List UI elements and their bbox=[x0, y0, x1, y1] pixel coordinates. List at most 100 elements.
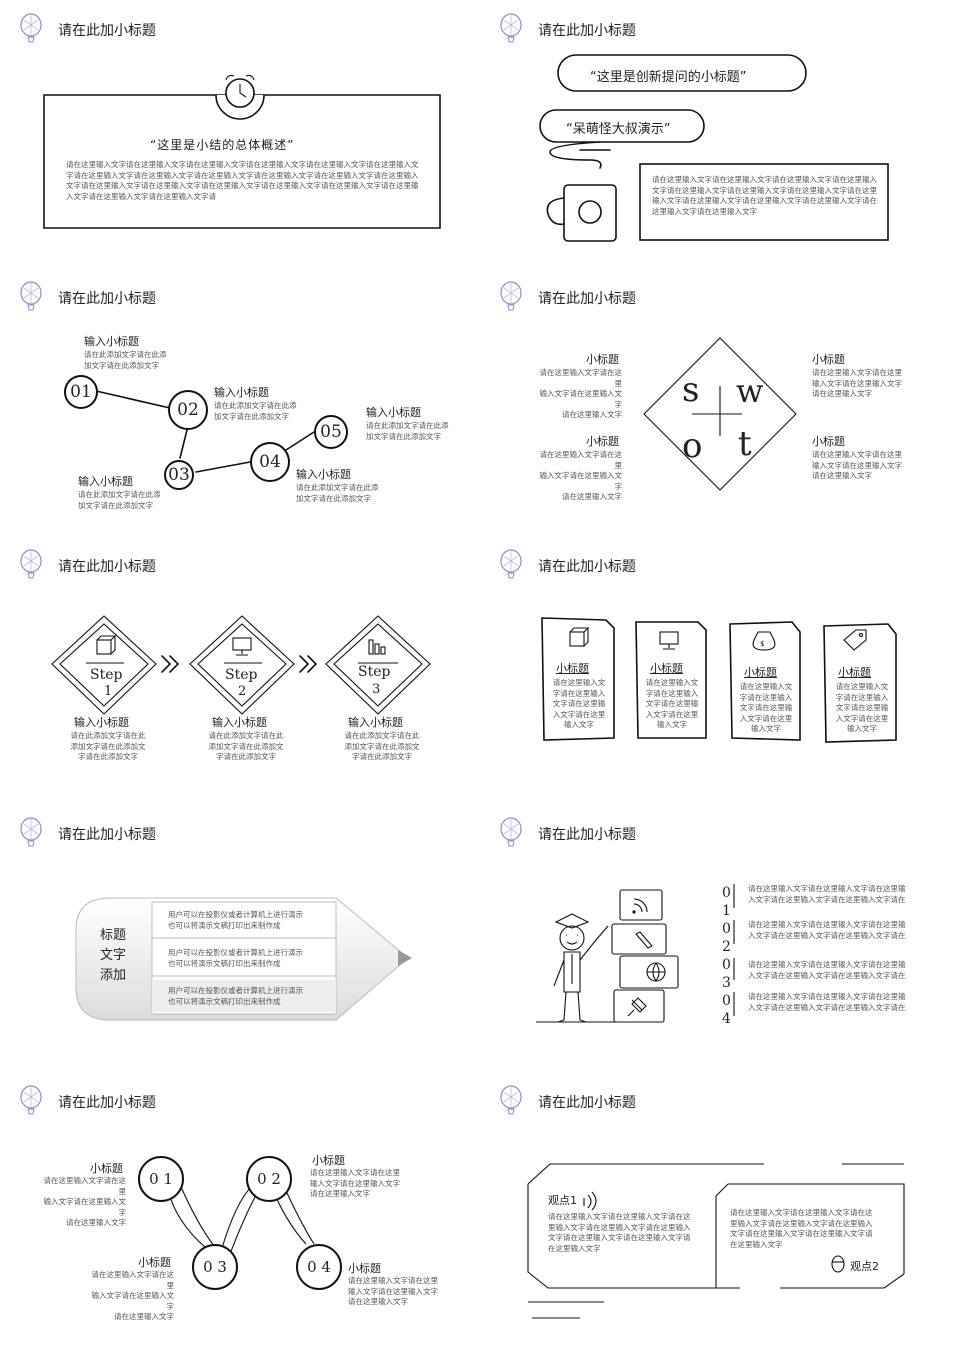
balloon-icon bbox=[500, 1085, 522, 1115]
balloon-icon bbox=[500, 281, 522, 311]
step-1-text: 请在此添加文字请在此 添加文字请在此添加文 字请在此添加文字 bbox=[70, 731, 146, 761]
swot-item-text: 请在这里输入文字请在这里 输入文字请在这里输入文字 请在这里输入文字 bbox=[539, 368, 623, 419]
item-text: 请在这里输入文字请在这里输入文字请在这里输 入文字请在这里输入文字请在这里输入文… bbox=[748, 960, 906, 980]
steps-diamonds bbox=[51, 615, 431, 715]
cube-icon bbox=[569, 627, 590, 647]
globe-icon bbox=[646, 962, 666, 982]
viewpoint-1-text: 请在这里输入文字请在这里输入文字请在这 里输入文字请在这里输入文字请在这里输入 … bbox=[548, 1212, 691, 1253]
swot-item-title: 小标题 bbox=[586, 353, 619, 366]
wave-node-04: 0 4 bbox=[296, 1244, 342, 1290]
step-1-number: 1 bbox=[104, 684, 113, 699]
card-4-text: 请在这里输入文 字请在这里输入 文字请在这里输 入文字请在这里 输入文字 bbox=[835, 682, 889, 733]
swot-letter-o: o bbox=[682, 426, 703, 466]
wave-item-text: 请在这里输入文字请在这里 输入文字请在这里输入文字 请在这里输入文字 bbox=[348, 1276, 438, 1306]
card-1-text: 请在这里输入文 字请在这里输入 文字请在这里输 入文字请在这里 输入文字 bbox=[552, 678, 606, 729]
swot-item-text: 请在这里输入文字请在这里 输入文字请在这里输入文字 请在这里输入文字 bbox=[812, 450, 902, 480]
slide-question: 请在此加小标题 “这里是创新提问的小标题” “呆萌怪大叔演示” 请在这里输入文字… bbox=[480, 0, 960, 268]
node-03-title: 输入小标题 bbox=[78, 475, 133, 488]
question-body: 请在这里输入文字请在这里输入文字请在这里输入文字请在这里输入文字请在这里输入文字… bbox=[652, 175, 877, 216]
item-text: 请在这里输入文字请在这里输入文字请在这里输 入文字请在这里输入文字请在这里输入文… bbox=[748, 992, 906, 1012]
node-01-title: 输入小标题 bbox=[84, 335, 139, 348]
wave-item-text: 请在这里输入文字请在这里 输入文字请在这里输入文字 请在这里输入文字 bbox=[43, 1176, 127, 1227]
node-03-text: 请在此添加文字请在此添 加文字请在此添加文字 bbox=[78, 490, 161, 510]
card-1-title: 小标题 bbox=[556, 662, 589, 675]
swot-item-title: 小标题 bbox=[812, 435, 845, 448]
step-2-title: 输入小标题 bbox=[212, 716, 267, 729]
swot-letter-w: w bbox=[736, 372, 764, 410]
bar-chart-icon bbox=[368, 639, 386, 655]
slide-title: 请在此加小标题 bbox=[58, 291, 156, 307]
balloon-icon bbox=[20, 549, 42, 579]
summary-frame bbox=[43, 74, 441, 229]
monitor-icon bbox=[232, 637, 252, 656]
wave-item-text: 请在这里输入文字请在这里 输入文字请在这里输入文字 请在这里输入文字 bbox=[91, 1270, 175, 1321]
swot-diamond bbox=[643, 337, 797, 491]
slide-title: 请在此加小标题 bbox=[58, 559, 156, 575]
node-02-text: 请在此添加文字请在此添 加文字请在此添加文字 bbox=[214, 401, 297, 421]
stick-figure bbox=[536, 913, 658, 1023]
bubble-question: “这里是创新提问的小标题” bbox=[590, 70, 747, 85]
swot-item-text: 请在这里输入文字请在这里 输入文字请在这里输入文字 请在这里输入文字 bbox=[812, 368, 902, 398]
pin-icon bbox=[627, 997, 647, 1017]
slide-steps: 请在此加小标题 Step 1 Step 2 Step 3 输入小标题 请在此添加… bbox=[0, 536, 480, 804]
wave-item-title: 小标题 bbox=[138, 1256, 171, 1269]
wave-node-03: 0 3 bbox=[192, 1244, 238, 1290]
viewpoint-2-text: 请在这里输入文字请在这里输入文字请在这 里输入文字请在这里输入文字请在这里输入 … bbox=[730, 1208, 873, 1249]
bubble-presenter: “呆萌怪大叔演示” bbox=[566, 122, 671, 137]
slide-summary: 请在此加小标题 “这里是小结的总体概述” 请在这里输入文字请在这里输入文字请在这… bbox=[0, 0, 480, 268]
slide-title: 请在此加小标题 bbox=[58, 23, 156, 39]
slide-title: 请在此加小标题 bbox=[538, 23, 636, 39]
wave-item-title: 小标题 bbox=[348, 1262, 381, 1275]
balloon-icon bbox=[500, 817, 522, 847]
wave-node-02: 0 2 bbox=[246, 1156, 292, 1202]
step-3-number: 3 bbox=[372, 682, 381, 697]
node-05-text: 请在此添加文字请在此添 加文字请在此添加文字 bbox=[366, 421, 449, 441]
pencil-label: 标题 文字 添加 bbox=[100, 928, 127, 983]
wave-item-title: 小标题 bbox=[90, 1162, 123, 1175]
item-number: 0 3 bbox=[722, 957, 731, 991]
step-1-title: 输入小标题 bbox=[74, 716, 129, 729]
timeline-node-02: 02 bbox=[168, 390, 208, 430]
pencil-row: 用户可以在投影仪或者计算机上进行演示 也可以将演示文稿打印出来制作成 bbox=[168, 986, 303, 1006]
pencil-icon bbox=[635, 931, 653, 949]
monitor-icon bbox=[659, 631, 679, 650]
card-3-text: 请在这里输入文 字请在这里输入 文字请在这里输 入文字请在这里 输入文字 bbox=[739, 682, 793, 733]
viewpoint-1-title: 观点1 bbox=[548, 1194, 577, 1207]
node-05-title: 输入小标题 bbox=[366, 406, 421, 419]
balloon-icon bbox=[500, 13, 522, 43]
timeline-connectors bbox=[95, 390, 315, 473]
teacher-illustration bbox=[536, 884, 735, 1023]
slide-swot: 请在此加小标题 s w o t 小标题 请在这里输入文字请在这里 输入文字请在这… bbox=[480, 268, 960, 536]
pencil-row: 用户可以在投影仪或者计算机上进行演示 也可以将演示文稿打印出来制作成 bbox=[168, 910, 303, 930]
money-bag-icon: $ bbox=[752, 631, 776, 651]
step-3-label: Step bbox=[358, 664, 391, 680]
slide-teacher: 请在此加小标题 0 1 请在这里输入文字请在这里输入文字请在这里输 入文字请在这… bbox=[480, 804, 960, 1072]
timeline-node-01: 01 bbox=[64, 375, 98, 409]
swot-item-title: 小标题 bbox=[812, 353, 845, 366]
balloon-icon bbox=[20, 13, 42, 43]
balloon-icon bbox=[20, 817, 42, 847]
swot-letter-s: s bbox=[682, 370, 700, 410]
balloon-icon bbox=[20, 281, 42, 311]
step-3-title: 输入小标题 bbox=[348, 716, 403, 729]
rss-icon bbox=[632, 898, 648, 914]
wave-item-title: 小标题 bbox=[312, 1154, 345, 1167]
node-01-text: 请在此添加文字请在此添 加文字请在此添加文字 bbox=[84, 350, 167, 370]
node-04-text: 请在此添加文字请在此添 加文字请在此添加文字 bbox=[296, 483, 379, 503]
pencil-row: 用户可以在投影仪或者计算机上进行演示 也可以将演示文稿打印出来制作成 bbox=[168, 948, 303, 968]
card-3-title: 小标题 bbox=[744, 666, 777, 679]
slide-viewpoints: 请在此加小标题 观点1 请在这里输入文字请在这里输入文字请在这 里输入文字请在这… bbox=[480, 1072, 960, 1340]
wave-node-01: 0 1 bbox=[138, 1156, 184, 1202]
mug-illustration bbox=[539, 54, 889, 242]
swot-letter-t: t bbox=[738, 424, 752, 464]
tag-icon bbox=[843, 629, 867, 651]
slide-title: 请在此加小标题 bbox=[538, 559, 636, 575]
item-text: 请在这里输入文字请在这里输入文字请在这里输 入文字请在这里输入文字请在这里输入文… bbox=[748, 884, 906, 904]
node-02-title: 输入小标题 bbox=[214, 386, 269, 399]
svg-text:$: $ bbox=[760, 640, 764, 648]
cube-icon bbox=[96, 635, 117, 655]
step-2-number: 2 bbox=[238, 684, 247, 699]
step-1-label: Step bbox=[90, 667, 123, 683]
timeline-node-03: 03 bbox=[164, 460, 194, 490]
slide-timeline: 请在此加小标题 01 02 03 04 05 输入小标题 请在此添加文字请在此添… bbox=[0, 268, 480, 536]
